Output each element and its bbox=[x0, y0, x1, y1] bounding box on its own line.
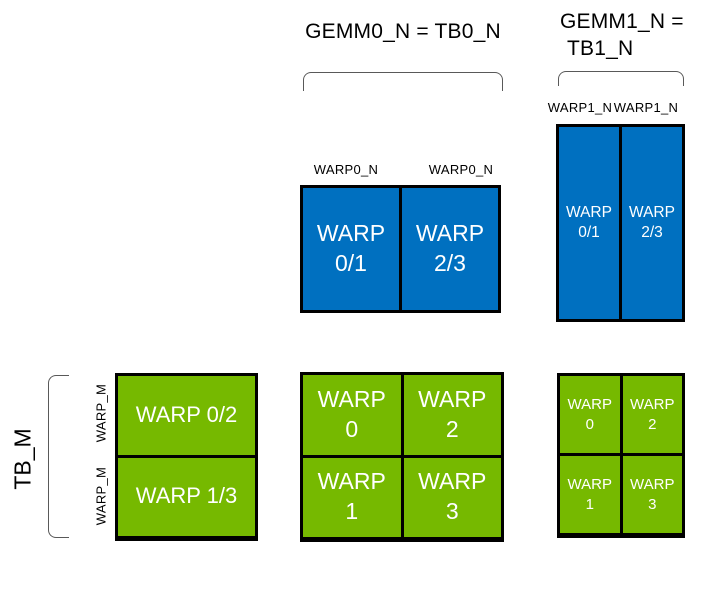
gemm0-accumulator-grid: WARP 0/1 WARP 2/3 bbox=[300, 185, 501, 313]
warp-cell: WARP 0/2 bbox=[118, 376, 255, 455]
warp-cell: WARP 2 bbox=[403, 375, 501, 455]
gemm1-n-title-line2: TB1_N bbox=[567, 37, 634, 60]
warp-cell: WARP 2 bbox=[622, 376, 682, 453]
warp-cell: WARP 1/3 bbox=[118, 457, 255, 536]
gemm0-n-title: GEMM0_N = TB0_N bbox=[305, 20, 501, 43]
warp-cell: WARP 2/3 bbox=[402, 188, 498, 310]
warp-cell: WARP 3 bbox=[622, 456, 682, 533]
warp-cell: WARP 0/1 bbox=[303, 188, 399, 310]
tb-m-label: TB_M bbox=[9, 428, 36, 490]
gemm1-n-bracket bbox=[558, 71, 684, 86]
warp-cell: WARP 3 bbox=[403, 457, 501, 537]
warp-cell: WARP 0/1 bbox=[559, 127, 619, 319]
gemm1-warp-grid: WARP 0 WARP 2 WARP 1 WARP 3 bbox=[557, 373, 685, 538]
tb-m-bracket bbox=[48, 375, 69, 538]
warp-cell: WARP 0 bbox=[303, 375, 401, 455]
warp-m-label-top: WARP_M bbox=[93, 383, 109, 443]
warp-cell: WARP 1 bbox=[303, 457, 401, 537]
tb-m-warp-grid: WARP 0/2 WARP 1/3 bbox=[115, 373, 258, 541]
gemm0-warp-grid: WARP 0 WARP 2 WARP 1 WARP 3 bbox=[300, 372, 504, 542]
warp0-n-label-right: WARP0_N bbox=[428, 162, 494, 177]
warp1-n-label-left: WARP1_N bbox=[547, 100, 613, 115]
gemm0-n-bracket bbox=[303, 72, 503, 91]
warp-cell: WARP 0 bbox=[560, 376, 620, 453]
warp-cell: WARP 2/3 bbox=[622, 127, 682, 319]
gemm1-accumulator-grid: WARP 0/1 WARP 2/3 bbox=[556, 124, 685, 322]
warp-cell: WARP 1 bbox=[560, 456, 620, 533]
gemm1-n-title-line1: GEMM1_N = bbox=[560, 10, 684, 33]
warp0-n-label-left: WARP0_N bbox=[313, 162, 379, 177]
warp-m-label-bottom: WARP_M bbox=[93, 466, 109, 526]
warp1-n-label-right: WARP1_N bbox=[613, 100, 679, 115]
